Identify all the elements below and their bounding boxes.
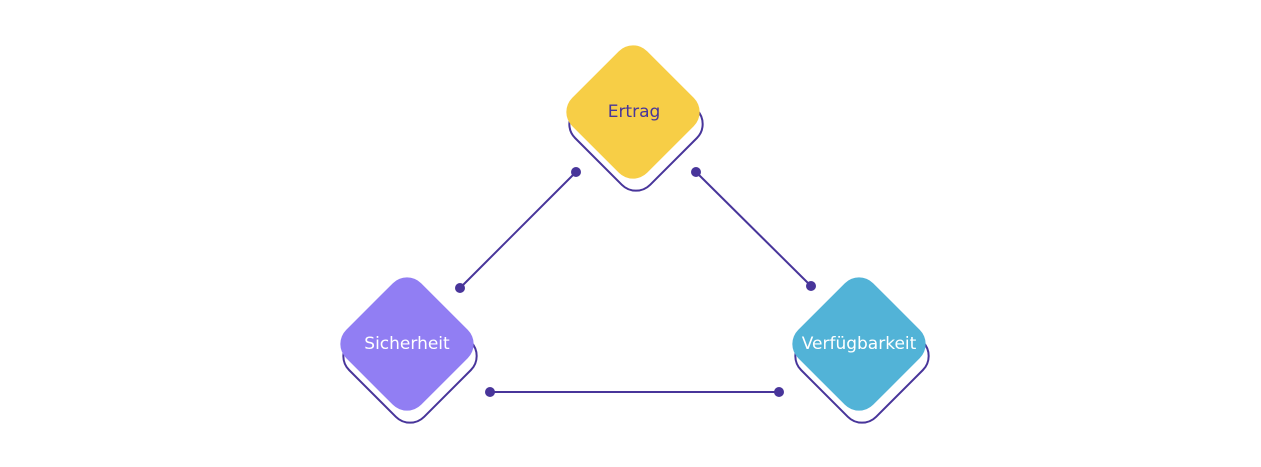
connector-endpoint xyxy=(774,387,784,397)
connector-endpoint xyxy=(455,283,465,293)
node-shape xyxy=(566,45,700,179)
node-sicherheit: Sicherheit xyxy=(340,277,478,424)
node-verfuegbarkeit: Verfügbarkeit xyxy=(792,277,930,424)
node-ertrag: Ertrag xyxy=(566,45,704,192)
connector-endpoint xyxy=(485,387,495,397)
connector-endpoint xyxy=(806,281,816,291)
node-label: Ertrag xyxy=(608,102,661,122)
node-label: Verfügbarkeit xyxy=(802,334,917,354)
node-shape xyxy=(792,277,926,411)
connector-sicherheit-verfuegbarkeit xyxy=(485,387,784,397)
connector-ertrag-verfuegbarkeit xyxy=(691,167,816,291)
connectors xyxy=(455,167,816,397)
connector-ertrag-sicherheit xyxy=(455,167,581,293)
connector-endpoint xyxy=(691,167,701,177)
connector-endpoint xyxy=(571,167,581,177)
node-label: Sicherheit xyxy=(364,334,450,354)
node-shape xyxy=(340,277,474,411)
